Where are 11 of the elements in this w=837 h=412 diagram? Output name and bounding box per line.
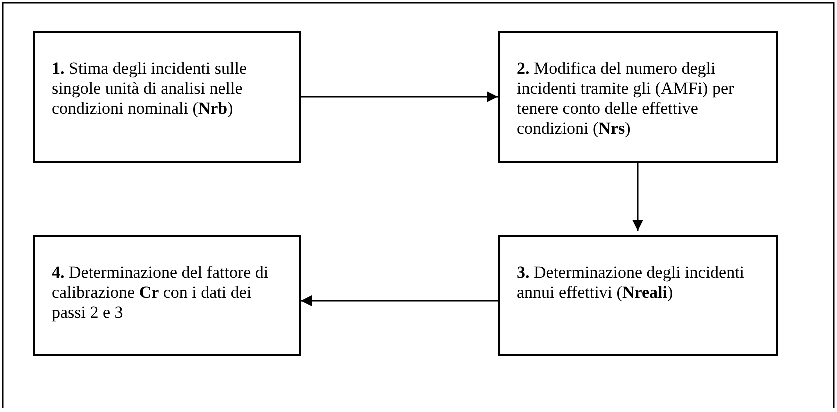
arrow bbox=[301, 92, 498, 102]
process-box bbox=[498, 31, 778, 163]
arrow bbox=[632, 163, 644, 231]
process-box bbox=[33, 31, 301, 163]
step-text: 3. Determinazione degli incidenti annui effettivi (Nreali) bbox=[517, 263, 746, 303]
arrow bbox=[301, 296, 498, 306]
process-box bbox=[498, 235, 778, 356]
process-box bbox=[33, 235, 301, 356]
step-text: 4. Determinazione del fattore di calibrazione Cr con i dati dei passi 2 e 3 bbox=[52, 263, 270, 323]
step-text: 2. Modifica del numero degli incidenti tramite gli (AMFi) per tenere conto delle effettive condizioni (Nrs) bbox=[517, 59, 736, 139]
step-text: 1. Stima degli incidenti sulle singole unità di analisi nelle condizioni nominali (Nrb) bbox=[52, 59, 248, 119]
